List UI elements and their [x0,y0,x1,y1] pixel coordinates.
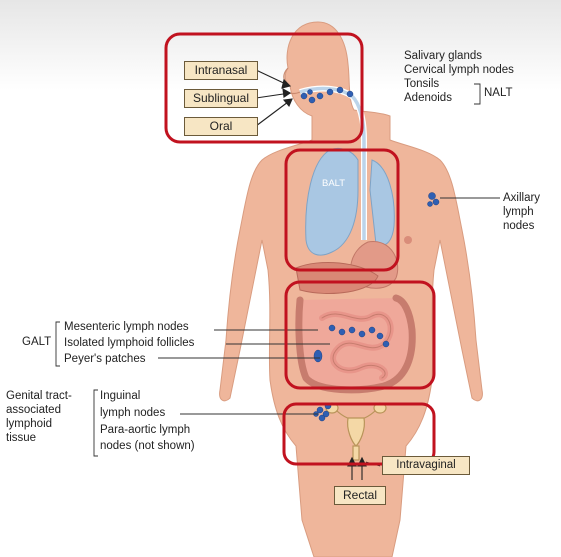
salivary-glands-label: Salivary glands [404,50,482,62]
genital-item-lymph-nodes: lymph nodes [100,407,166,419]
route-intranasal-label: Intranasal [184,61,258,80]
galt-item-follicles: Isolated lymphoid follicles [64,337,195,349]
genital-title-line1: Genital tract- [6,390,72,402]
genital-title-line2: associated [6,404,61,416]
galt-item-mesenteric: Mesenteric lymph nodes [64,321,189,333]
intestines [295,294,416,394]
tonsils-label: Tonsils [404,78,440,90]
route-intravaginal-label: Intravaginal [382,456,470,475]
lymph-nodes [300,86,440,422]
balt-label: BALT [322,178,346,189]
route-sublingual-label: Sublingual [184,89,258,108]
adenoids-label: Adenoids [404,92,452,104]
axillary-label-line1: Axillary [503,192,541,204]
highlight-boxes [164,32,436,466]
galt-item-peyers: Peyer's patches [64,353,146,365]
nipple [404,236,412,244]
lungs [305,147,395,256]
genital-item-not-shown: nodes (not shown) [100,440,195,452]
nalt-label: NALT [484,87,513,99]
highlight-nalt-box [164,32,364,144]
genital-title-line3: lymphoid [6,418,53,430]
axillary-label-line3: nodes [503,220,535,232]
genital-item-inguinal: Inguinal [100,390,141,402]
highlight-balt-box [284,148,400,272]
route-oral-label: Oral [184,117,258,136]
axillary-label-line2: lymph [503,206,534,218]
highlight-genital-box [282,402,436,466]
leader-lines [55,83,500,467]
genital-title-line4: tissue [6,432,37,444]
route-rectal-label: Rectal [334,486,386,505]
genital-item-para-aortic: Para-aortic lymph [100,424,191,436]
cervical-lymph-nodes-label: Cervical lymph nodes [404,64,514,76]
galt-label: GALT [22,336,52,348]
highlight-galt-box [284,280,436,390]
